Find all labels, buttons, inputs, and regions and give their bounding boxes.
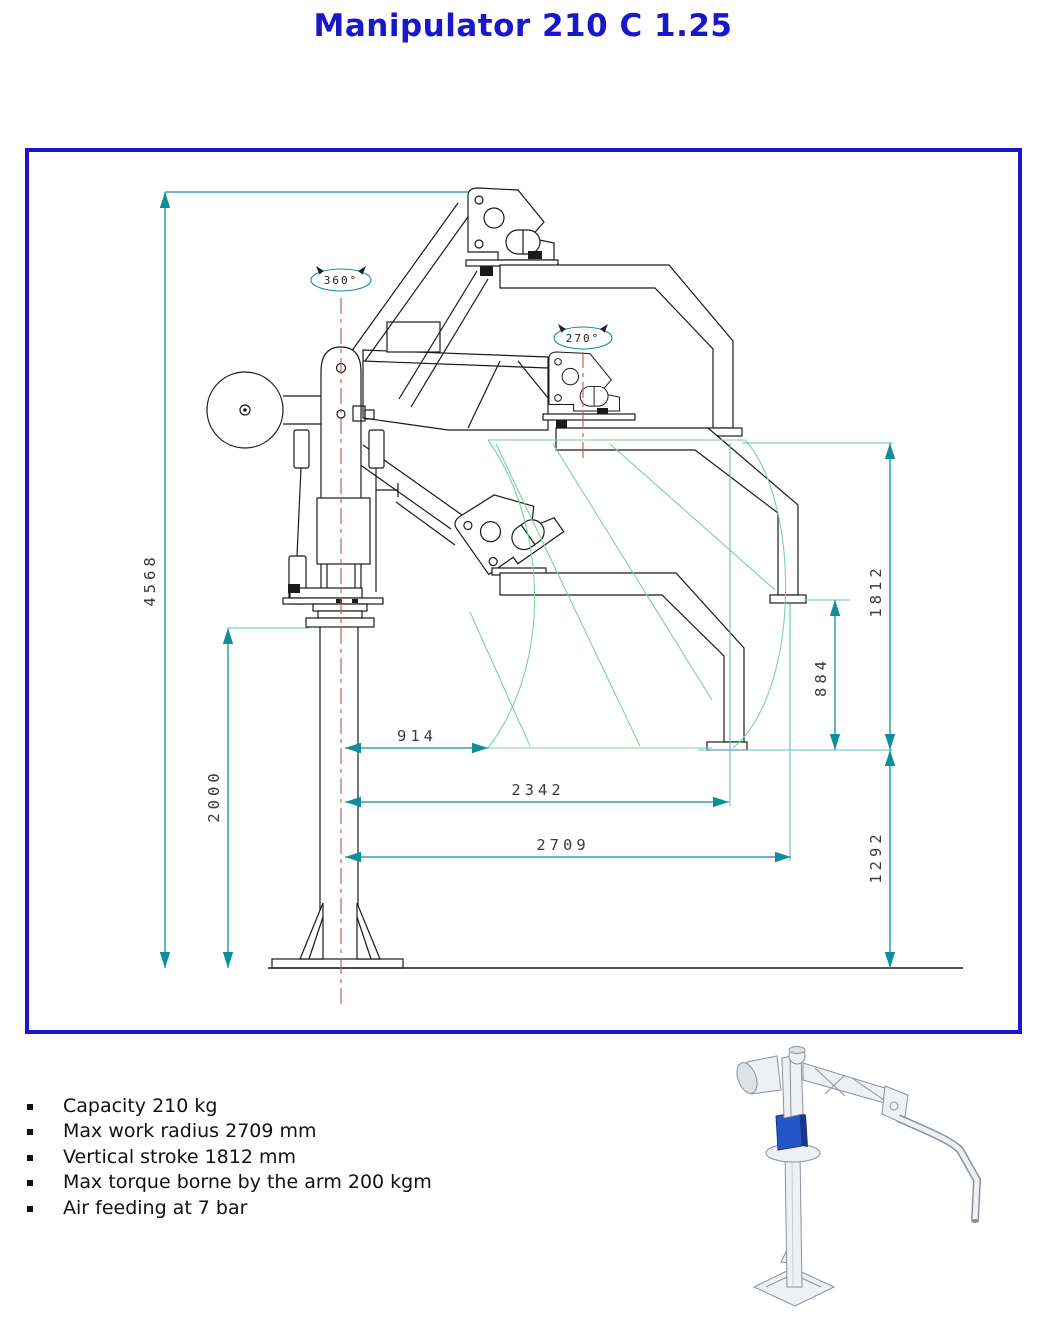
column-and-base [268,497,963,969]
spec-item-text: Max work radius 2709 mm [63,1120,317,1143]
rotation-270-label: 270° [566,332,601,345]
dim-total-height-label: 4568 [141,553,159,606]
dim-low-height-label: 1292 [867,830,885,883]
spec-item: Air feeding at 7 bar [27,1196,432,1221]
spec-item: Capacity 210 kg [27,1094,432,1119]
square-bullet-icon [27,1205,33,1212]
work-envelope [469,439,787,749]
spec-list: Capacity 210 kg Max work radius 2709 mm … [27,1094,432,1221]
square-bullet-icon [27,1129,33,1136]
rotation-360-label: 360° [324,274,359,287]
spec-item-text: Air feeding at 7 bar [63,1196,248,1219]
rotation-270-indicator: 270° [553,322,613,350]
gripper-low-pose [451,472,748,751]
rotation-360-indicator: 360° [310,264,372,292]
square-bullet-icon [27,1104,33,1110]
render-counterweight [736,1046,806,1095]
machine-linework [206,187,963,969]
dim-max-radius-label: 2709 [536,836,589,854]
dim-column-height-label: 2000 [205,769,223,822]
square-bullet-icon [27,1180,33,1187]
center-lines [340,298,584,1004]
spec-item: Max torque borne by the arm 200 kgm [27,1170,432,1195]
drawing-frame: 4568 2000 1812 884 1292 914 2342 2709 36… [25,148,1022,1034]
render-arm [802,1062,909,1125]
dim-mid-radius-label: 2342 [511,781,564,799]
dim-vertical-stroke-label: 1812 [867,564,885,617]
spec-item-text: Vertical stroke 1812 mm [63,1145,296,1168]
raised-boom-links [350,202,489,408]
technical-drawing: 4568 2000 1812 884 1292 914 2342 2709 36… [141,187,963,1004]
dim-min-radius-label: 914 [397,727,437,745]
dimension-labels: 4568 2000 1812 884 1292 914 2342 2709 [141,553,885,883]
dim-mid-offset-label: 884 [812,657,830,697]
manipulator-3d-render [736,1046,982,1307]
spec-item-text: Max torque borne by the arm 200 kgm [63,1171,432,1194]
gripper-top-pose [465,187,743,437]
spec-item-text: Capacity 210 kg [63,1095,218,1117]
spec-item: Max work radius 2709 mm [27,1119,432,1144]
dimension-lines [164,191,893,968]
spec-item: Vertical stroke 1812 mm [27,1145,432,1170]
render-column [765,1143,821,1288]
render-cylinder-cover [775,1111,808,1151]
gripper-middle-pose [542,351,807,604]
page-title: Manipulator 210 C 1.25 [313,8,733,44]
counterweight [206,371,321,449]
main-arm-beam [362,321,549,431]
square-bullet-icon [27,1154,33,1161]
render-tube [896,1114,982,1223]
